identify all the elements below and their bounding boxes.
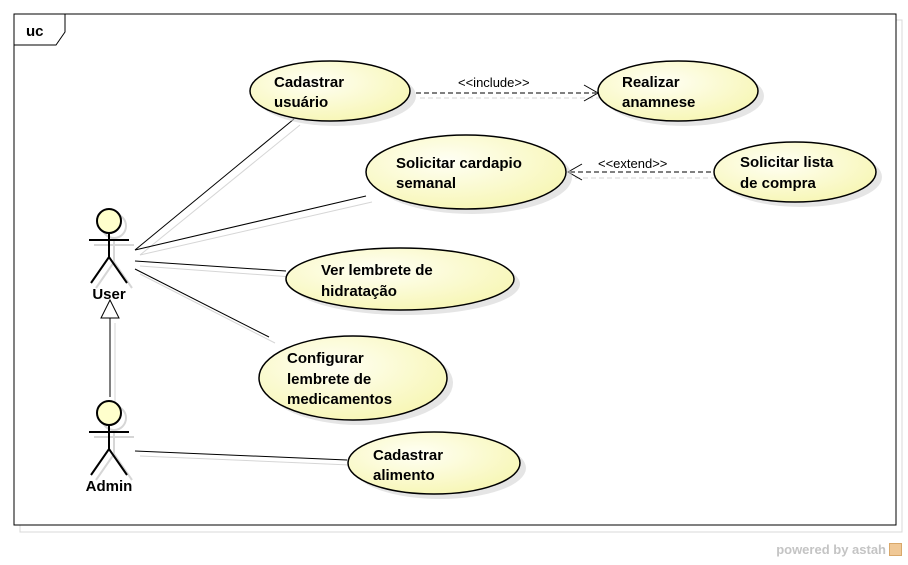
watermark-text: powered by astah [776, 542, 886, 557]
assoc-user-cadastrar-usuario[interactable] [134, 118, 295, 251]
usecase-realizar-anamnese-line-2: anamnese [622, 94, 695, 111]
assoc-user-solicitar-cardapio[interactable] [134, 195, 367, 251]
assoc-user-ver-lembrete[interactable] [134, 260, 287, 272]
usecase-solicitar-cardapio[interactable]: Solicitar cardapio semanal [365, 134, 572, 214]
usecase-cadastrar-usuario[interactable]: Cadastrar usuário [249, 60, 416, 126]
astah-logo-icon [889, 543, 902, 556]
usecase-solicitar-lista[interactable]: Solicitar lista de compra [713, 141, 882, 207]
usecase-cadastrar-usuario-line-1: Cadastrar [274, 74, 344, 91]
associations [134, 118, 367, 461]
usecase-cadastrar-alimento-line-2: alimento [373, 467, 435, 484]
usecase-realizar-anamnese[interactable]: Realizar anamnese [597, 60, 764, 126]
generalization-admin-user[interactable] [100, 298, 120, 397]
assoc-user-configurar-lembrete[interactable] [134, 268, 270, 338]
astah-watermark: powered by astah [776, 542, 902, 557]
stick-figure-icon [89, 208, 129, 284]
usecase-cadastrar-alimento-line-1: Cadastrar [373, 447, 443, 464]
usecase-ver-lembrete-line-2: hidratação [321, 283, 397, 300]
actor-user[interactable]: User [89, 208, 134, 303]
usecase-solicitar-lista-line-1: Solicitar lista [740, 154, 834, 171]
extend-dependency[interactable]: <<extend>> [566, 156, 722, 181]
usecase-cadastrar-usuario-line-2: usuário [274, 94, 328, 111]
usecase-cadastrar-alimento[interactable]: Cadastrar alimento [347, 431, 526, 499]
usecase-solicitar-cardapio-line-2: semanal [396, 175, 456, 192]
usecase-configurar-lembrete-line-2: lembrete de [287, 371, 371, 388]
actor-admin-label: Admin [86, 478, 133, 495]
frame-tag-label: uc [26, 23, 44, 40]
assoc-admin-cadastrar-alimento[interactable] [134, 450, 348, 461]
include-stereotype-label: <<include>> [458, 75, 530, 90]
usecase-ver-lembrete-line-1: Ver lembrete de [321, 262, 433, 279]
usecase-configurar-lembrete-line-1: Configurar [287, 350, 364, 367]
stick-figure-icon [89, 400, 129, 476]
frame-tag [13, 13, 66, 46]
extend-stereotype-label: <<extend>> [598, 156, 667, 171]
association-shadows [114, 124, 373, 466]
actor-user-label: User [92, 286, 126, 303]
usecase-solicitar-cardapio-line-1: Solicitar cardapio [396, 155, 522, 172]
usecase-ver-lembrete[interactable]: Ver lembrete de hidratação [285, 247, 520, 315]
usecase-configurar-lembrete[interactable]: Configurar lembrete de medicamentos [258, 335, 453, 425]
usecase-solicitar-lista-line-2: de compra [740, 175, 817, 192]
usecase-configurar-lembrete-line-3: medicamentos [287, 391, 392, 408]
actor-admin[interactable]: Admin [86, 400, 134, 495]
usecase-realizar-anamnese-line-1: Realizar [622, 74, 680, 91]
